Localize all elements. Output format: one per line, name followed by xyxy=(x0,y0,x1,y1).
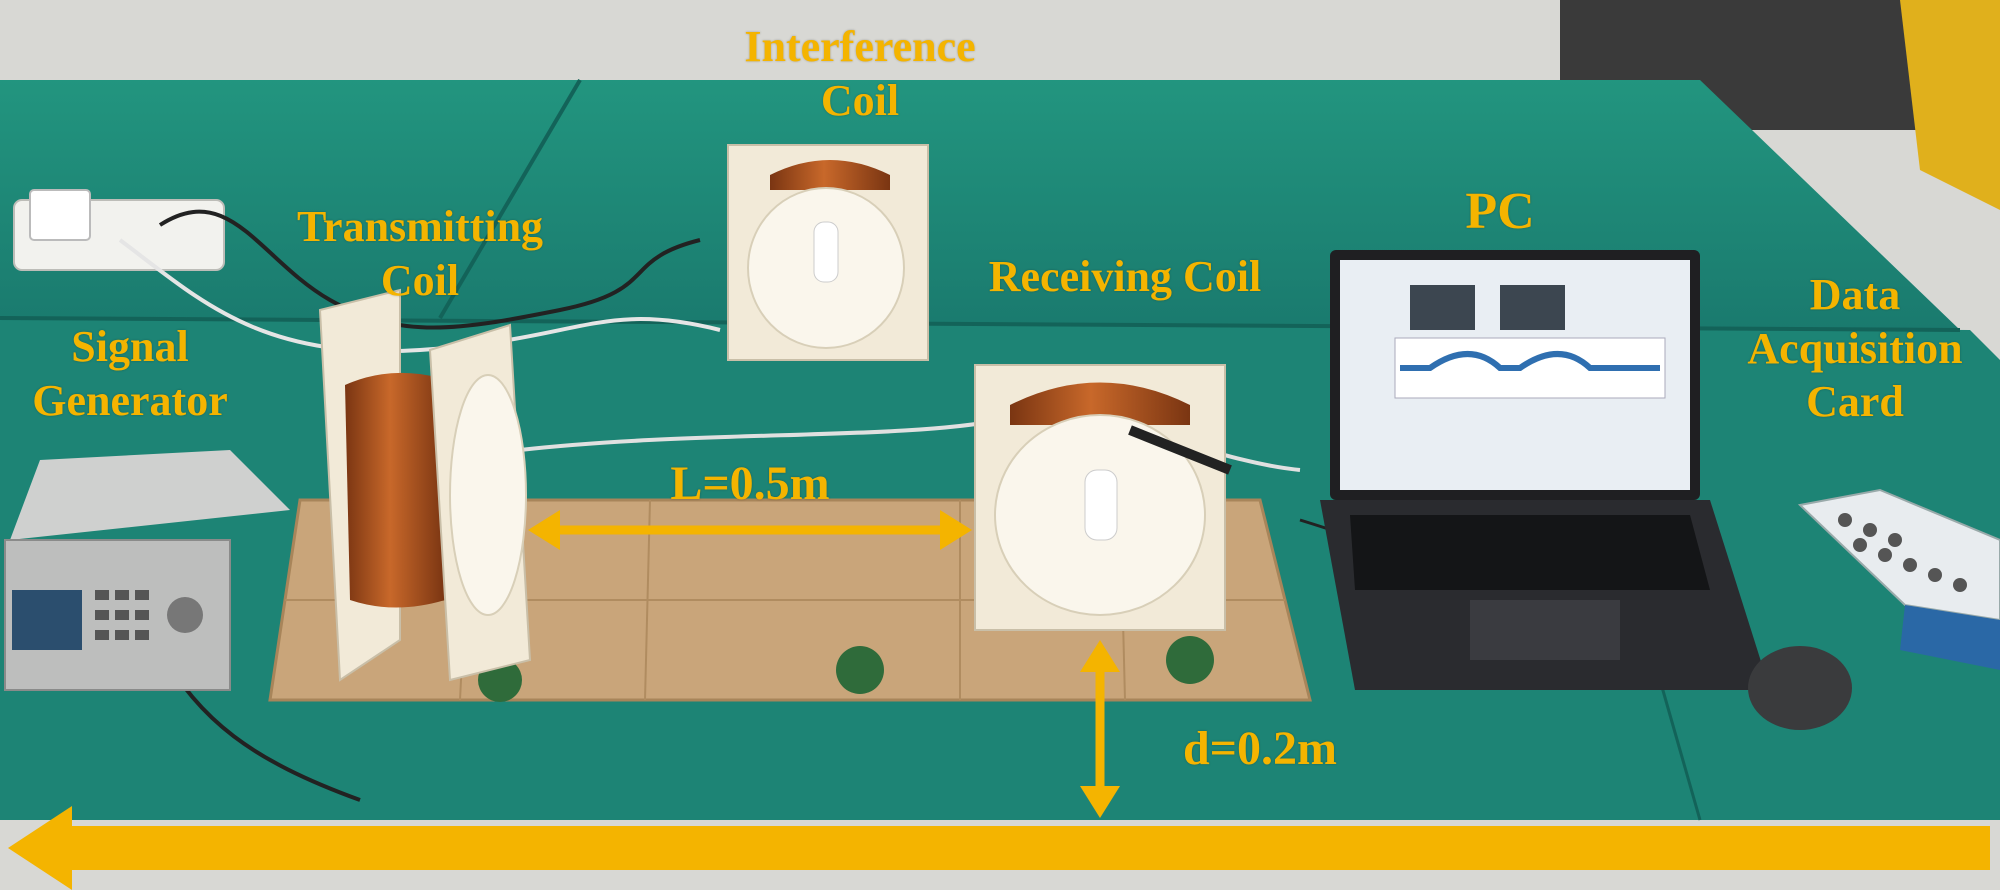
transmitting-coil-winding xyxy=(345,372,445,608)
data-acquisition-card-label-line2: Acquisition xyxy=(1747,323,1963,373)
signal-generator-label: Signal Generator xyxy=(0,320,260,427)
interference-coil-label: Interference Coil xyxy=(690,20,1030,127)
data-acquisition-card-label-line3: Card xyxy=(1806,377,1904,427)
pc-label: PC xyxy=(1440,180,1560,243)
mouse xyxy=(1748,646,1852,730)
signal-generator-top xyxy=(10,450,290,540)
data-acquisition-card-label-line1: Data xyxy=(1809,270,1901,319)
laptop-app-panel xyxy=(1500,285,1565,330)
daq-card-side xyxy=(1900,605,2000,670)
signal-generator-screen xyxy=(12,590,82,650)
table-seam-diag xyxy=(438,78,582,320)
transmitting-coil-aperture xyxy=(449,374,527,616)
interference-coil-core xyxy=(813,221,839,283)
interference-coil-label-line1: Interference xyxy=(744,22,976,71)
signal-generator-buttons xyxy=(95,590,149,640)
cable xyxy=(158,209,701,330)
coil-spacing-label-text: L=0.5m xyxy=(670,457,830,510)
receiving-coil-winding xyxy=(1010,382,1190,425)
coil-spacing-label: L=0.5m xyxy=(620,455,880,514)
power-plug xyxy=(29,189,91,241)
laptop-app-panel xyxy=(1410,285,1475,330)
offset-arrow-icon xyxy=(1080,640,1120,818)
interference-coil-label-line2: Coil xyxy=(820,75,900,125)
transmitting-coil-label-line1: Transmitting xyxy=(296,202,544,251)
board-logo xyxy=(1166,636,1214,684)
receiving-coil-core xyxy=(1084,469,1118,541)
motion-arrow-icon xyxy=(8,806,1990,890)
lateral-offset-label-text: d=0.2m xyxy=(1182,722,1338,775)
yellow-object-corner xyxy=(1900,0,2000,210)
transmitting-coil-label: Transmitting Coil xyxy=(240,200,600,307)
receiving-coil-label-text: Receiving Coil xyxy=(988,252,1262,301)
laptop-keyboard xyxy=(1350,515,1710,590)
daq-card-connectors xyxy=(1838,513,1967,592)
interference-coil-winding xyxy=(770,160,890,190)
data-acquisition-card-label: Data Acquisition Card xyxy=(1720,268,1990,429)
signal-generator-knob xyxy=(167,597,203,633)
cable xyxy=(118,238,721,354)
signal-generator-label-line2: Generator xyxy=(32,375,228,425)
receiving-coil-cable xyxy=(1128,425,1232,475)
board-logo xyxy=(836,646,884,694)
laptop-touchpad xyxy=(1470,600,1620,660)
transmitting-coil-label-line2: Coil xyxy=(380,255,460,305)
receiving-coil-label: Receiving Coil xyxy=(935,250,1315,304)
signal-generator-label-line1: Signal xyxy=(71,322,189,371)
spacing-arrow-icon xyxy=(528,510,972,550)
pc-label-text: PC xyxy=(1465,183,1535,240)
lateral-offset-label: d=0.2m xyxy=(1130,720,1390,779)
laptop-waveform xyxy=(1400,351,1660,371)
